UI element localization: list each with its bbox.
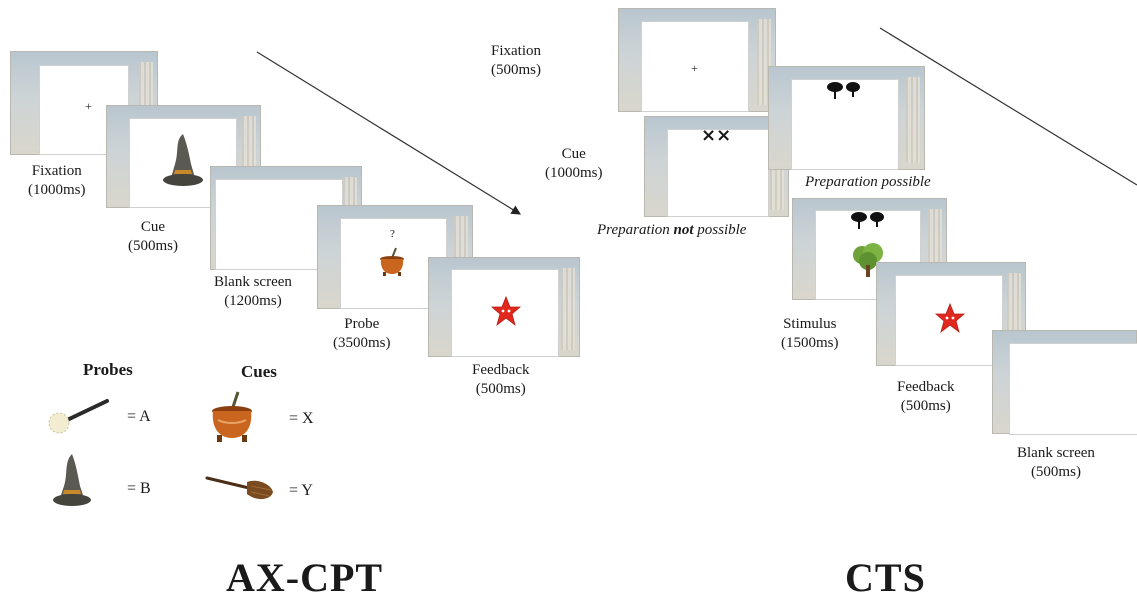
cues-title: Cues [241, 362, 277, 381]
cts-cue-symbol: ×× [701, 125, 732, 146]
ax-probe-label: Probe(3500ms) [333, 316, 391, 351]
cts-feedback-frame [876, 262, 1026, 366]
cue-y-label: = Y [289, 482, 313, 499]
ax-cpt-title: AX-CPT [226, 555, 384, 600]
probe-b-label: = B [127, 480, 151, 497]
green-tree-icon [853, 243, 883, 277]
star-icon [490, 295, 522, 327]
cts-cue-label: Cue(1000ms) [545, 146, 603, 181]
broom-icon [205, 476, 273, 500]
ax-cue-label: Cue(500ms) [128, 219, 178, 254]
cts-stimulus-frame [792, 198, 947, 300]
witch-hat-legend-icon [53, 454, 91, 506]
cts-cue-possible-frame [768, 66, 925, 170]
cts-blank-screen [1009, 343, 1137, 435]
preparation-not-possible-label: Preparation not possible [597, 222, 747, 238]
witch-hat-icon [163, 134, 203, 186]
probes-title: Probes [83, 360, 133, 379]
probe-a-label: = A [127, 408, 151, 425]
cts-fixation-label: Fixation(500ms) [491, 43, 542, 78]
cts-feedback-label: Feedback(500ms) [897, 379, 955, 414]
ax-feedback-screen [451, 269, 559, 357]
cts-fixation-screen [641, 21, 749, 112]
cts-cue-possible-screen [791, 79, 899, 170]
tree-silhouettes-cue-icon [851, 212, 884, 229]
cts-fixation-cross: + [691, 61, 698, 75]
ax-fixation-label: Fixation(1000ms) [28, 163, 86, 198]
cauldron-icon [380, 247, 404, 276]
cts-title: CTS [845, 555, 926, 600]
cts-fixation-frame: + [618, 8, 776, 112]
ax-fixation-frame: + [10, 51, 158, 155]
ax-probe-question-mark: ? [390, 228, 395, 240]
cts-blank-frame [992, 330, 1137, 435]
cue-x-label: = X [289, 410, 314, 427]
ax-blank-label: Blank screen(1200ms) [214, 274, 292, 309]
cts-star-icon [934, 302, 966, 334]
ax-feedback-label: Feedback(500ms) [472, 362, 530, 397]
cts-blank-label: Blank screen(500ms) [1017, 445, 1095, 480]
tree-silhouettes-icon [827, 82, 860, 99]
cauldron-legend-icon [212, 391, 252, 442]
magic-wand-icon [48, 399, 109, 434]
ax-feedback-frame [428, 257, 580, 357]
cts-cue-not-possible-screen [667, 129, 769, 217]
cts-stimulus-label: Stimulus(1500ms) [781, 316, 839, 351]
ax-fixation-cross: + [85, 99, 92, 113]
preparation-possible-label: Preparation possible [805, 174, 931, 190]
